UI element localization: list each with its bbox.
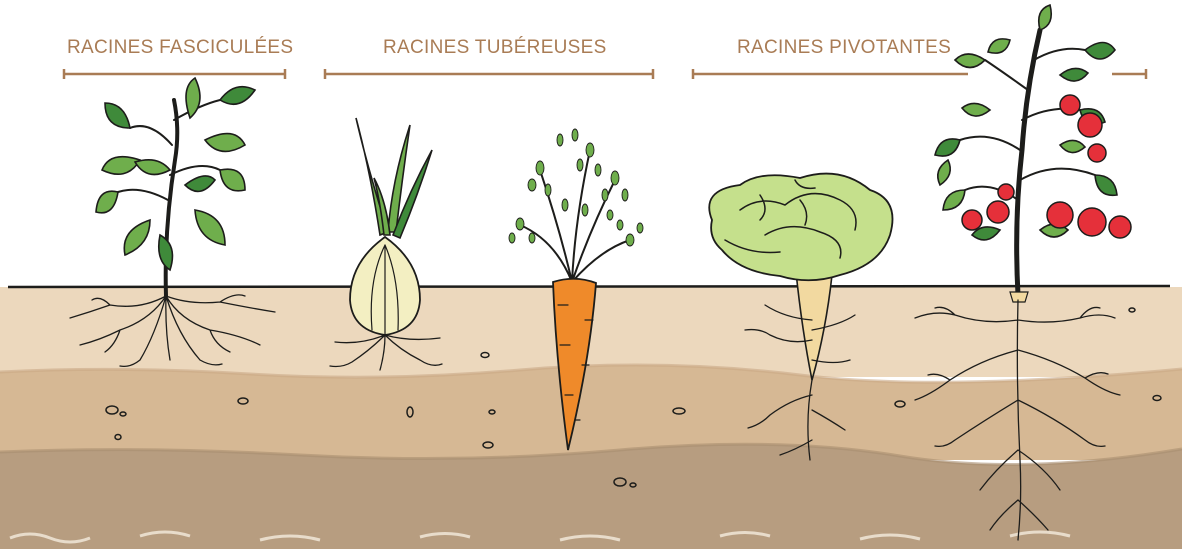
bracket-fasciculees — [64, 69, 285, 79]
bracket-tubereuses — [325, 69, 653, 79]
label-tubereuses: RACINES TUBÉREUSES — [383, 37, 607, 58]
label-pivotantes: RACINES PIVOTANTES — [737, 37, 951, 58]
soil-layer-mid — [0, 365, 1182, 460]
tomatoes — [962, 95, 1131, 238]
label-fasciculees: RACINES FASCICULÉES — [67, 37, 293, 58]
group-brackets — [64, 69, 1146, 79]
tomato-root-collar — [1010, 292, 1028, 302]
group-labels: RACINES FASCICULÉES RACINES TUBÉREUSES R… — [67, 37, 951, 58]
